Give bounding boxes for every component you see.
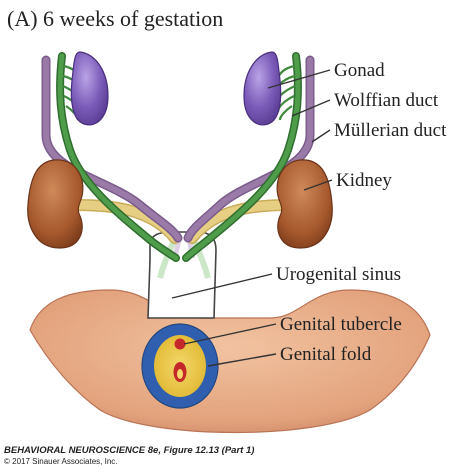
mullerian-ducts — [41, 55, 315, 243]
copyright-caption: © 2017 Sinauer Associates, Inc. — [4, 457, 118, 466]
genital-tubercle — [174, 338, 186, 350]
gonad-left — [70, 51, 109, 126]
label-kidney: Kidney — [336, 170, 392, 191]
panel-title: (A) 6 weeks of gestation — [7, 6, 223, 31]
label-gonad: Gonad — [334, 60, 385, 81]
genital-fold-and-tubercle — [141, 323, 219, 409]
label-genital-tubercle: Genital tubercle — [280, 314, 402, 335]
gonad-right — [243, 51, 282, 126]
kidney-left — [27, 159, 84, 249]
label-genital-fold: Genital fold — [280, 344, 372, 365]
figure-source-caption: BEHAVIORAL NEUROSCIENCE 8e, Figure 12.13… — [4, 445, 254, 456]
label-urogenital-sinus: Urogenital sinus — [276, 264, 401, 285]
leader-lines — [171, 69, 333, 367]
label-mullerian-duct: Müllerian duct — [334, 120, 447, 141]
kidney-right — [276, 159, 333, 249]
label-wolffian-duct: Wolffian duct — [334, 90, 439, 111]
kidneys — [27, 159, 333, 249]
gonads — [70, 51, 282, 126]
body-region — [29, 289, 431, 434]
